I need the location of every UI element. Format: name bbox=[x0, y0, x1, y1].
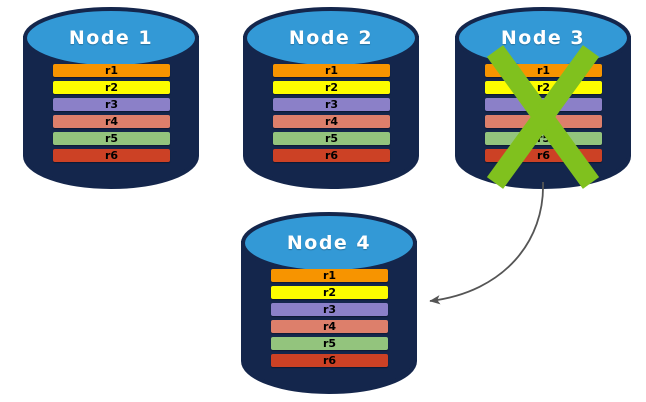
node-3-rows: r1 r2 r3 r4 r5 r6 bbox=[455, 64, 646, 162]
node-3-row-r4[interactable]: r4 bbox=[485, 115, 602, 128]
node-2-row-r1[interactable]: r1 bbox=[273, 64, 390, 77]
node-4-row-r2[interactable]: r2 bbox=[271, 286, 388, 299]
node-2-rows: r1 r2 r3 r4 r5 r6 bbox=[243, 64, 449, 162]
node-2-row-r6-label: r6 bbox=[324, 149, 339, 162]
node-3-row-r6-label: r6 bbox=[536, 149, 551, 162]
node-1-rows: r1 r2 r3 r4 r5 r6 bbox=[23, 64, 229, 162]
node-3-row-r2-label: r2 bbox=[536, 81, 551, 94]
node-1-row-r6-label: r6 bbox=[104, 149, 119, 162]
node-4-row-r5[interactable]: r5 bbox=[271, 337, 388, 350]
node-4-row-r5-label: r5 bbox=[322, 337, 337, 350]
node-1-row-r3[interactable]: r3 bbox=[53, 98, 170, 111]
node-2-row-r2[interactable]: r2 bbox=[273, 81, 390, 94]
node-4-rows: r1 r2 r3 r4 r5 r6 bbox=[241, 269, 447, 367]
node-2-row-r3-label: r3 bbox=[324, 98, 339, 111]
node-2-row-r5-label: r5 bbox=[324, 132, 339, 145]
node-1-row-r3-label: r3 bbox=[104, 98, 119, 111]
node-4-row-r4-label: r4 bbox=[322, 320, 337, 333]
node-3-row-r4-label: r4 bbox=[536, 115, 551, 128]
node-3-row-r5[interactable]: r5 bbox=[485, 132, 602, 145]
node-4-row-r6-label: r6 bbox=[322, 354, 337, 367]
node-1-row-r4[interactable]: r4 bbox=[53, 115, 170, 128]
node-3-row-r2[interactable]: r2 bbox=[485, 81, 602, 94]
node-4-row-r6[interactable]: r6 bbox=[271, 354, 388, 367]
node-4-row-r3-label: r3 bbox=[322, 303, 337, 316]
node-1-row-r5[interactable]: r5 bbox=[53, 132, 170, 145]
node-1-row-r2[interactable]: r2 bbox=[53, 81, 170, 94]
node-4-row-r3[interactable]: r3 bbox=[271, 303, 388, 316]
node-1-row-r5-label: r5 bbox=[104, 132, 119, 145]
node-4-row-r1[interactable]: r1 bbox=[271, 269, 388, 282]
node-3-row-r6[interactable]: r6 bbox=[485, 149, 602, 162]
node-1-row-r6[interactable]: r6 bbox=[53, 149, 170, 162]
node-1-row-r1-label: r1 bbox=[104, 64, 119, 77]
node-1-row-r2-label: r2 bbox=[104, 81, 119, 94]
node-1-row-r4-label: r4 bbox=[104, 115, 119, 128]
node-3-row-r3[interactable]: r3 bbox=[485, 98, 602, 111]
node-4-row-r1-label: r1 bbox=[322, 269, 337, 282]
node-2-row-r4[interactable]: r4 bbox=[273, 115, 390, 128]
node-4-row-r4[interactable]: r4 bbox=[271, 320, 388, 333]
node-3-row-r1[interactable]: r1 bbox=[485, 64, 602, 77]
node-3-row-r3-label: r3 bbox=[536, 98, 551, 111]
node-2-row-r5[interactable]: r5 bbox=[273, 132, 390, 145]
node-2-row-r1-label: r1 bbox=[324, 64, 339, 77]
node-3-row-r5-label: r5 bbox=[536, 132, 551, 145]
node-4-row-r2-label: r2 bbox=[322, 286, 337, 299]
node-2-row-r3[interactable]: r3 bbox=[273, 98, 390, 111]
node-2-row-r2-label: r2 bbox=[324, 81, 339, 94]
node-1-row-r1[interactable]: r1 bbox=[53, 64, 170, 77]
node-3-row-r1-label: r1 bbox=[536, 64, 551, 77]
node-2-row-r6[interactable]: r6 bbox=[273, 149, 390, 162]
node-2-row-r4-label: r4 bbox=[324, 115, 339, 128]
